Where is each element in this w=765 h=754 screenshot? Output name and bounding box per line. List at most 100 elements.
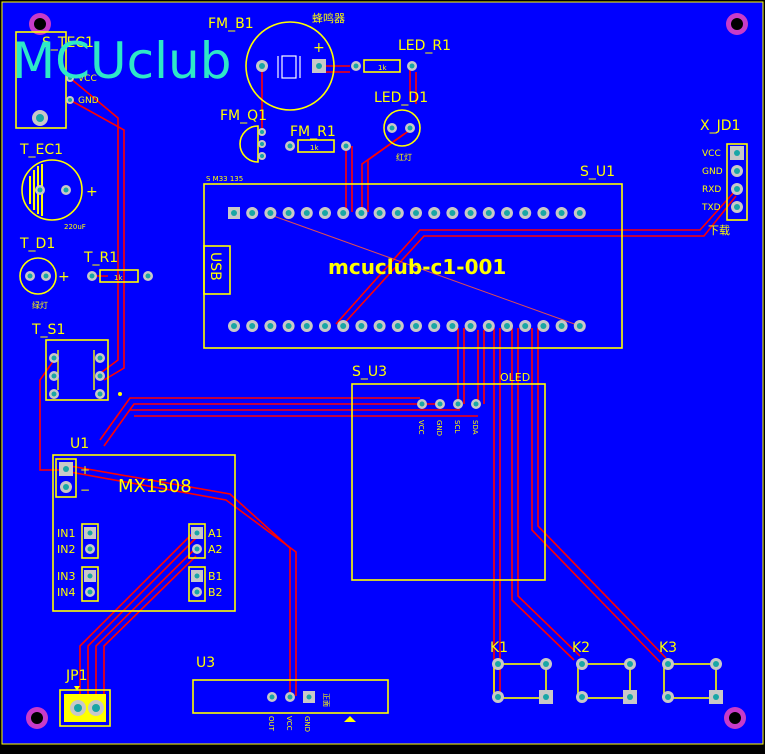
jp1-label: JP1 (65, 668, 87, 684)
t-s1-switch (45, 339, 122, 401)
mx-in3: IN3 (57, 570, 75, 583)
green-led-cn-label: 绿灯 (32, 300, 48, 310)
t-d1-led (19, 257, 57, 295)
oled-label: OLED (500, 371, 530, 384)
mx-a1: A1 (208, 527, 223, 540)
mx-in2: IN2 (57, 543, 75, 556)
s-tec1-footprint (15, 31, 74, 129)
t-r1-label: T_R1 (83, 250, 118, 266)
mx-b1: B1 (208, 570, 223, 583)
fm-b1-buzzer-footprint (245, 21, 335, 111)
mcu-pin-hole (540, 210, 547, 216)
fm-b1-plus: + (313, 40, 325, 56)
s-tec1-label: S_TEC1 (42, 35, 94, 51)
mx1508-label: MX1508 (118, 476, 192, 497)
mcu-pin-hole (504, 323, 510, 329)
k1-label: K1 (490, 640, 508, 656)
oled-pin-scl: SCL (453, 420, 461, 433)
led-d1-label: LED_D1 (374, 90, 428, 106)
mcu-pin-hole (340, 323, 347, 329)
fm-b1-label: FM_B1 (208, 16, 254, 32)
s-u1-mcu-footprint: USB (203, 183, 623, 349)
mx-in4: IN4 (57, 586, 75, 599)
u1-mx1508-footprint (52, 454, 236, 612)
mcu-pin-hole (467, 323, 474, 329)
u3-footprint (192, 679, 389, 722)
t-r1-resistor (87, 269, 153, 283)
fm-r1-label: FM_R1 (290, 124, 336, 140)
s-tec1-gnd-label: GND (78, 96, 99, 106)
t-ec1-capacitor (21, 159, 83, 221)
mcuclub-watermark: MCUclub (12, 32, 231, 90)
mcu-pin-hole (267, 323, 274, 329)
mcu-pin-hole (558, 210, 565, 216)
s-u1-label: S_U1 (580, 164, 615, 180)
u1-minus: − (80, 483, 90, 497)
mcu-pin-hole (249, 210, 256, 216)
t-r1-value: 1k (114, 274, 123, 282)
mcu-pin-hole (303, 323, 310, 329)
mcu-pin-hole (449, 323, 456, 329)
mx-b2: B2 (208, 586, 223, 599)
s-u3-oled-footprint (351, 383, 546, 581)
mcu-pin-hole (431, 323, 438, 329)
t-d1-plus: + (58, 269, 70, 285)
mx-a2: A2 (208, 543, 223, 556)
mcu-pin-hole (467, 210, 474, 216)
mcu-pin-hole (431, 210, 438, 216)
t-d1-label: T_D1 (19, 236, 55, 252)
fm-r1-value: 1k (310, 144, 319, 152)
mcu-pin-hole (449, 210, 456, 216)
mcu-model-label: mcuclub-c1-001 (328, 255, 506, 279)
mcu-pin-hole (522, 210, 529, 216)
u1-label: U1 (70, 436, 89, 452)
u3-pin-gnd: GND (303, 716, 311, 732)
oled-pin-vcc: VCC (417, 420, 425, 435)
mcu-pin-hole (358, 210, 365, 216)
led-r1-label: LED_R1 (398, 38, 451, 54)
mcu-pin-hole (322, 323, 328, 329)
u3-pin-vcc: VCC (285, 716, 293, 731)
jd-pin-rxd: RXD (702, 185, 721, 195)
mounting-holes (26, 13, 748, 729)
key-k3 (662, 658, 723, 704)
mcu-bottom-pin-row (228, 320, 586, 332)
s-u1-small-label: S M33 135 (206, 175, 243, 183)
mcu-pin-hole (522, 323, 529, 329)
mcu-pin-hole (231, 210, 237, 216)
mcu-pin-hole (231, 323, 237, 329)
fm-q1-transistor (239, 125, 266, 163)
mcu-pin-hole (394, 323, 401, 329)
jd-pin-vcc: VCC (702, 149, 721, 159)
key-k2 (576, 658, 637, 704)
mcu-pin-hole (267, 210, 274, 216)
mx-in1: IN1 (57, 527, 75, 540)
red-led-cn-label: 红灯 (396, 152, 412, 162)
t-ec1-label: T_EC1 (19, 142, 63, 158)
oled-pin-gnd: GND (435, 420, 443, 436)
mcu-pin-hole (558, 323, 565, 329)
mcu-pin-hole (485, 210, 492, 216)
mcu-pin-hole (376, 323, 383, 329)
mcu-pin-hole (303, 210, 310, 216)
t-ec1-value: 220uF (64, 223, 86, 231)
mcu-pin-hole (413, 323, 419, 329)
mcu-pin-hole (504, 210, 510, 216)
u1-plus: + (80, 463, 90, 477)
fm-r1-resistor (285, 139, 351, 153)
mcu-pin-hole (249, 323, 256, 329)
k2-label: K2 (572, 640, 590, 656)
jd-pin-txd: TXD (701, 203, 721, 213)
mcu-pin-hole (285, 323, 292, 329)
mcu-pin-hole (394, 210, 401, 216)
mcu-pin-hole (485, 323, 492, 329)
usb-label: USB (207, 252, 223, 281)
mcu-pin-hole (322, 210, 328, 216)
u3-cn-label: 正面 (322, 693, 330, 707)
mcu-pin-hole (340, 210, 347, 216)
u3-pin-out: OUT (267, 716, 275, 732)
download-cn-label: 下载 (708, 224, 730, 237)
led-r1-value: 1k (378, 64, 387, 72)
s-u3-label: S_U3 (352, 364, 387, 380)
